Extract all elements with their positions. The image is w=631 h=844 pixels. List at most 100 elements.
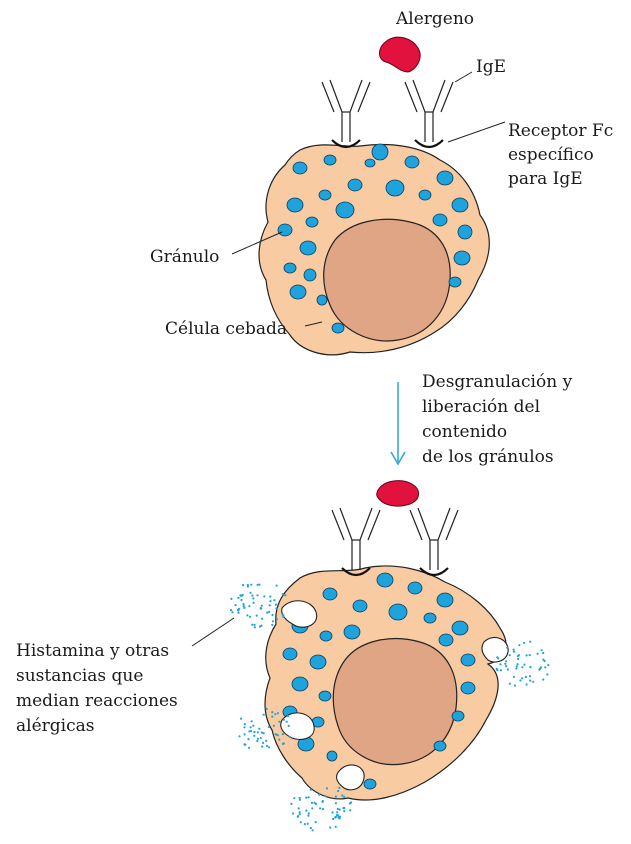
mediator-dot — [256, 740, 258, 742]
granule — [319, 691, 331, 701]
process-label-line1: Desgranulación y — [422, 372, 573, 392]
mast-cell-label: Célula cebada — [165, 319, 287, 339]
mediator-dot — [517, 658, 519, 660]
mediator-dot — [263, 714, 265, 716]
mediator-dot — [278, 739, 280, 741]
mediator-dot — [335, 826, 337, 828]
granule — [300, 241, 316, 255]
mediator-dot — [505, 665, 507, 667]
mediator-dot — [253, 602, 255, 604]
mediator-dot — [268, 726, 270, 728]
release-label-line2: sustancias que — [16, 666, 143, 686]
mediator-dot — [504, 663, 506, 665]
mediator-dot — [304, 823, 306, 825]
mediator-dot — [269, 604, 271, 606]
mediator-dot — [541, 649, 543, 651]
mediator-dot — [335, 802, 337, 804]
mediator-dot — [288, 725, 290, 727]
ige-pointer-line — [455, 72, 472, 82]
ige-label: IgE — [476, 57, 506, 77]
mediator-dot — [322, 800, 324, 802]
mediator-dot — [546, 673, 548, 675]
mediator-dot — [339, 809, 341, 811]
mediator-dot — [261, 605, 263, 607]
granule — [437, 171, 453, 185]
mediator-dot — [332, 811, 334, 813]
mediator-dot — [247, 584, 249, 586]
granule — [424, 613, 436, 623]
mediator-dot — [341, 794, 343, 796]
granule — [386, 180, 404, 196]
mediator-dot — [542, 659, 544, 661]
release-label-line3: median reacciones — [16, 691, 178, 711]
granule — [405, 156, 419, 168]
mediator-dot — [248, 605, 250, 607]
mediator-dot — [239, 594, 241, 596]
mediator-dot — [496, 668, 498, 670]
nucleus-before — [324, 219, 451, 341]
mediator-dot — [523, 642, 525, 644]
mediator-dot — [275, 604, 277, 606]
mediator-dot — [299, 811, 301, 813]
granule — [439, 634, 453, 646]
mediator-dot — [343, 796, 345, 798]
mediator-dot — [514, 684, 516, 686]
mediator-dot — [287, 715, 289, 717]
mast-cell-before — [232, 37, 505, 355]
mediator-dot — [537, 653, 539, 655]
mediator-dot — [257, 731, 259, 733]
granule-label: Gránulo — [150, 247, 219, 267]
mediator-dot — [244, 723, 246, 725]
mediator-dot — [269, 595, 271, 597]
mediator-dot — [509, 654, 511, 656]
granule — [320, 631, 332, 641]
granule — [419, 190, 431, 200]
mediator-dot — [260, 737, 262, 739]
granule — [389, 604, 407, 620]
granule — [353, 600, 367, 612]
mediator-dot — [231, 611, 233, 613]
granule — [323, 588, 337, 600]
mediator-dot — [507, 668, 509, 670]
mediator-dot — [282, 616, 284, 618]
granule — [327, 751, 337, 761]
mediator-dot — [249, 592, 251, 594]
granule — [324, 155, 336, 165]
mediator-dot — [343, 810, 345, 812]
mediator-dot — [312, 829, 314, 831]
mediator-dot — [529, 680, 531, 682]
mediator-dot — [250, 726, 252, 728]
mediator-dot — [529, 666, 531, 668]
mediator-dot — [277, 712, 279, 714]
mediator-dot — [544, 666, 546, 668]
mediator-dot — [499, 663, 501, 665]
mediator-dot — [315, 803, 317, 805]
mediator-dot — [248, 730, 250, 732]
mediator-dot — [251, 595, 253, 597]
mediator-dot — [322, 808, 324, 810]
mediator-dot — [252, 597, 254, 599]
mediator-dot — [521, 677, 523, 679]
mediator-dot — [299, 799, 301, 801]
mediator-dot — [247, 738, 249, 740]
mediator-dot — [249, 616, 251, 618]
mediator-dot — [308, 812, 310, 814]
ige-antibody-left-bound — [332, 508, 380, 570]
mediator-dot — [342, 807, 344, 809]
mediator-dot — [254, 626, 256, 628]
mediator-dot — [276, 618, 278, 620]
mediator-dot — [273, 725, 275, 727]
mediator-dot — [349, 809, 351, 811]
mediator-dot — [299, 813, 301, 815]
mediator-dot — [243, 733, 245, 735]
granule — [364, 779, 376, 789]
granule — [287, 198, 303, 212]
mediator-dot — [263, 595, 265, 597]
mediator-dot — [332, 818, 334, 820]
mediator-dot — [260, 625, 262, 627]
mediator-dot — [242, 603, 244, 605]
mast-cell-after — [192, 481, 549, 832]
mediator-dot — [282, 733, 284, 735]
mediator-dot — [513, 651, 515, 653]
